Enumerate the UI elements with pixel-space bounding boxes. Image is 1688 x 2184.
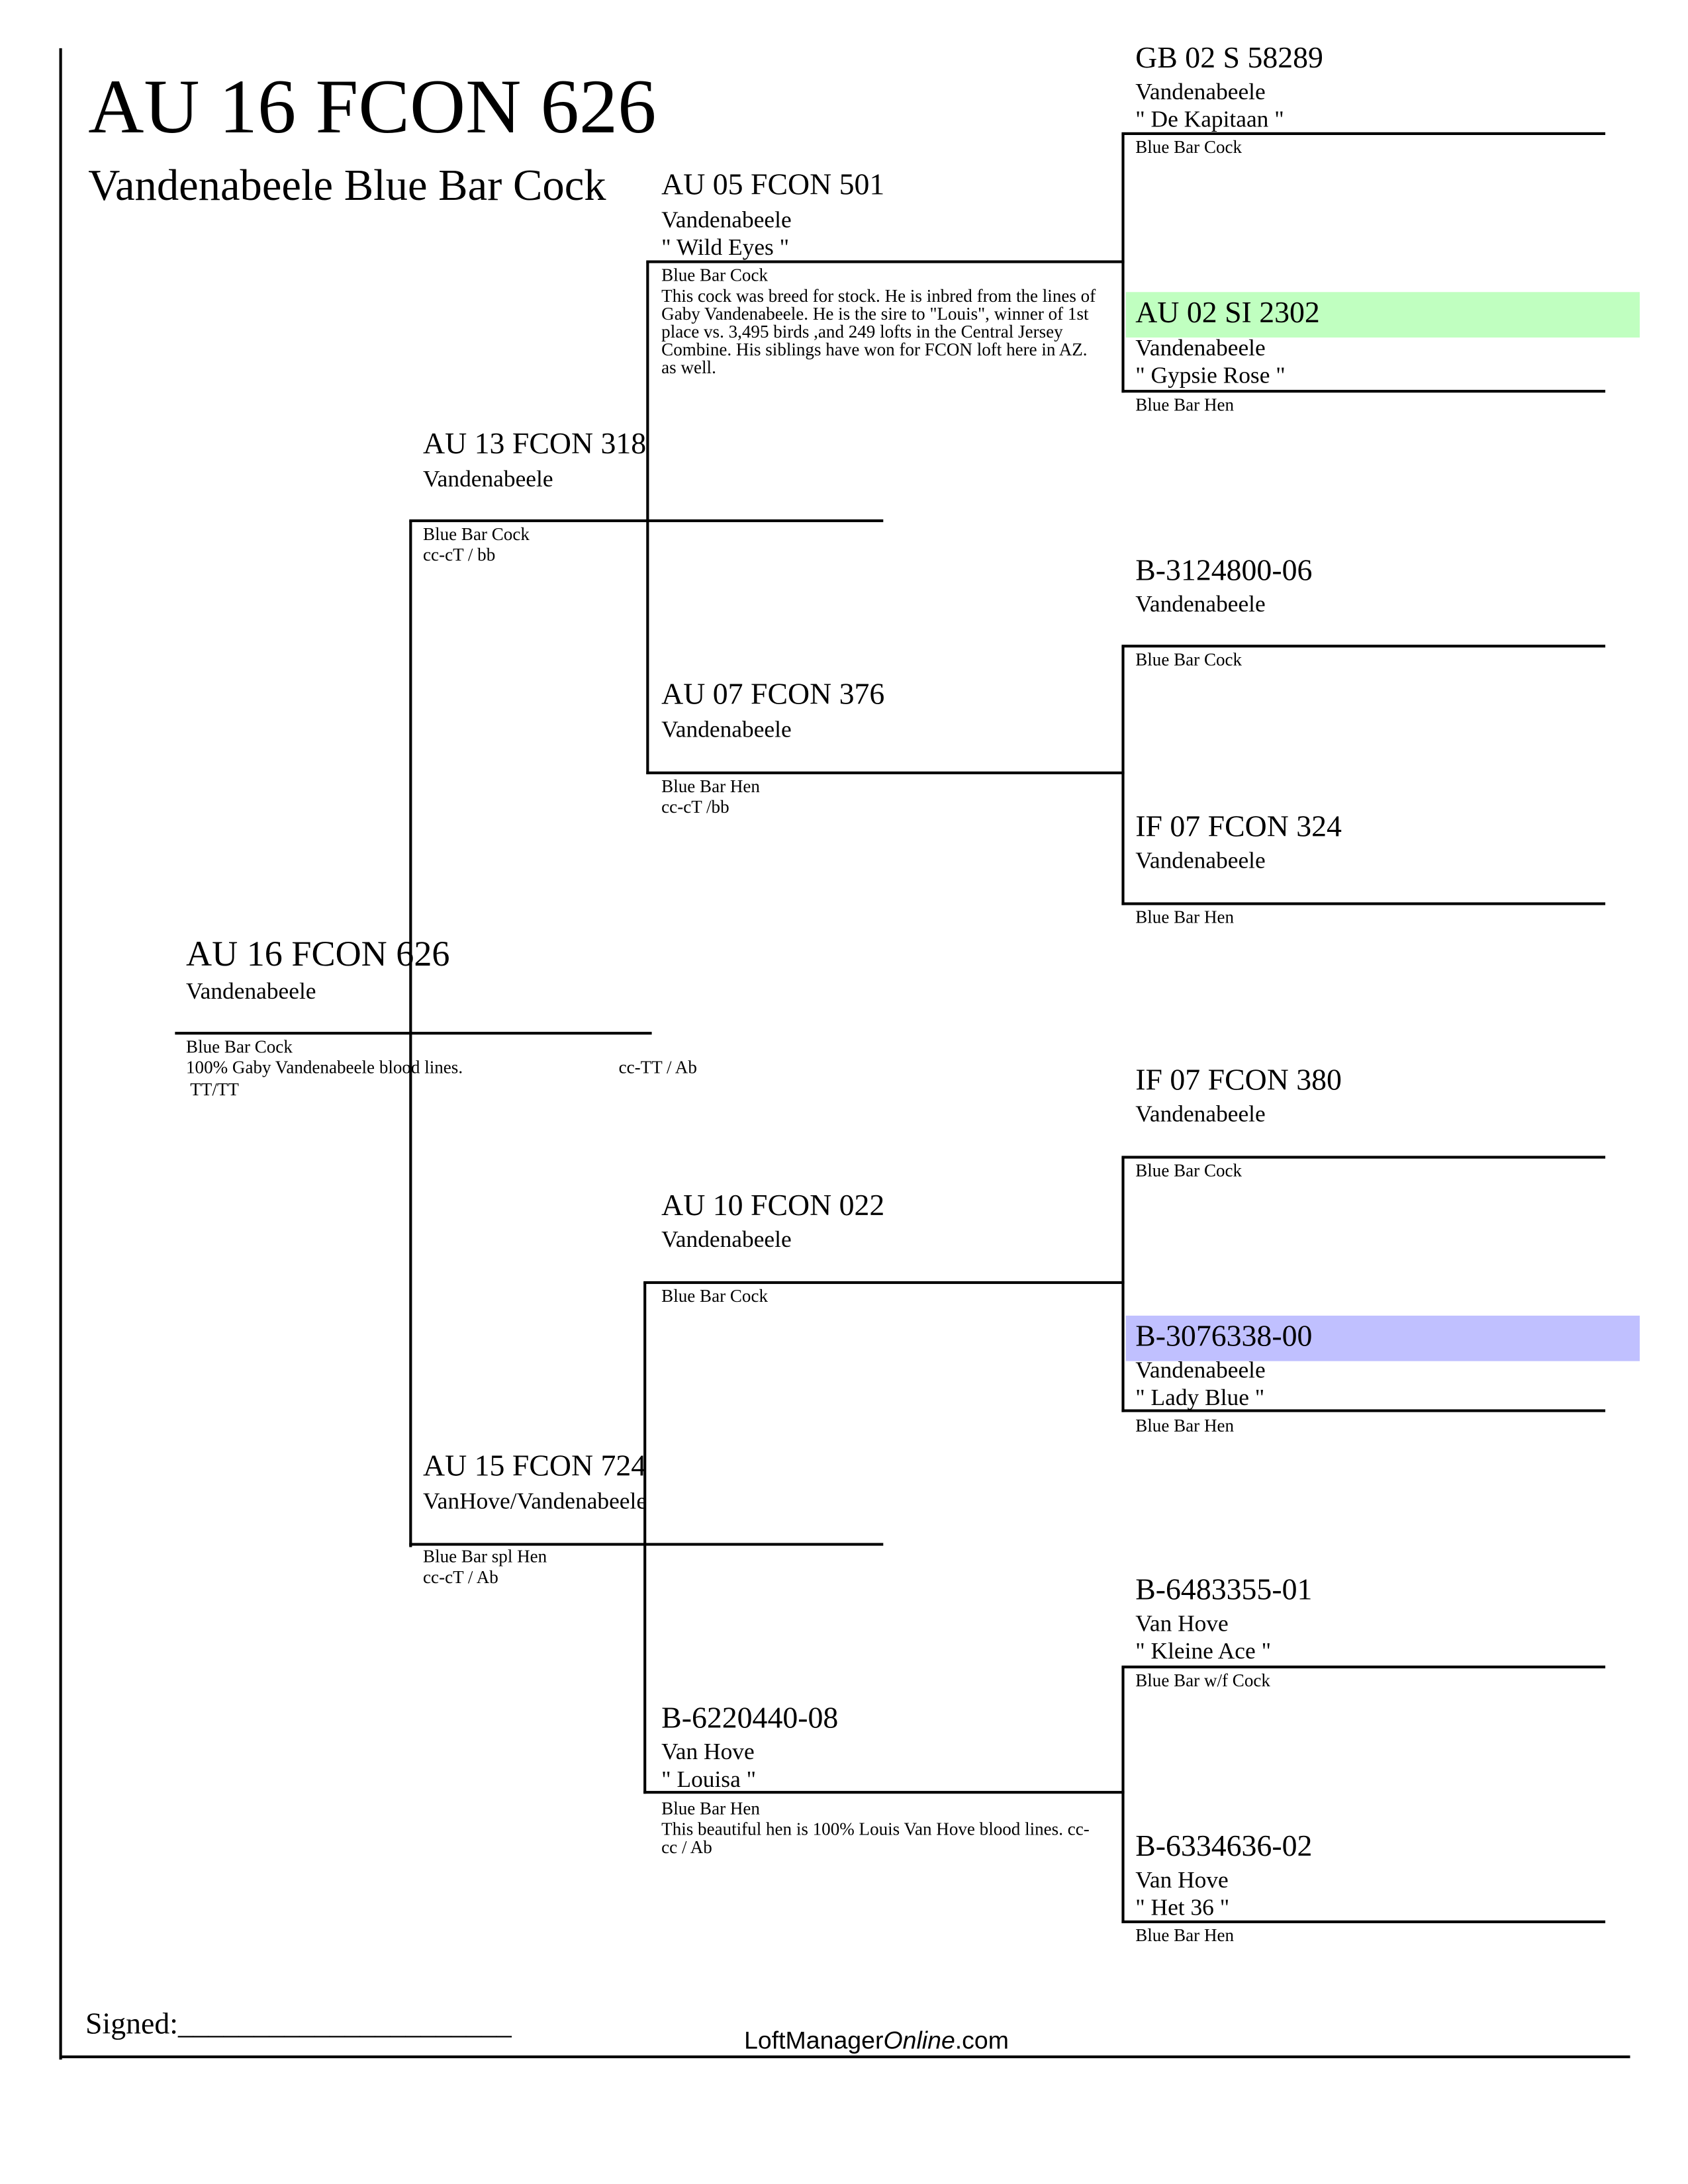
line-sdd (1121, 902, 1606, 905)
ring-number: B-3076338-00 (1135, 1318, 1313, 1353)
line-sd (646, 771, 1125, 774)
bird-name: " Het 36 " (1135, 1894, 1230, 1921)
genetics: cc-cT /bb (661, 796, 729, 817)
connector-sire (646, 261, 649, 774)
genetics: cc-cT / Ab (423, 1566, 498, 1588)
bird-name: " Lady Blue " (1135, 1385, 1265, 1411)
color: Blue Bar Cock (186, 1036, 293, 1057)
bottom-border (59, 2055, 1630, 2058)
ring-number: AU 16 FCON 626 (186, 934, 450, 974)
connector-dam (643, 1282, 647, 1794)
line-dss (1121, 1156, 1606, 1159)
color: Blue Bar Cock (661, 1285, 769, 1306)
highlight-ssd (1125, 292, 1640, 338)
note: This cock was breed for stock. He is inb… (661, 285, 1096, 378)
page-subtitle: Vandenabeele Blue Bar Cock (88, 162, 606, 207)
connector-ss (1121, 133, 1125, 393)
note2: TT/TT (190, 1078, 239, 1100)
ring-number: AU 02 SI 2302 (1135, 295, 1320, 330)
ring-number: B-6220440-08 (661, 1700, 839, 1735)
signature-line: Signed:______________________ (85, 2005, 512, 2040)
genetics: cc-TT / Ab (618, 1056, 697, 1077)
highlight-dsd (1125, 1315, 1640, 1361)
line-sss (1121, 132, 1606, 135)
color: Blue Bar spl Hen (423, 1545, 547, 1567)
ring-number: B-6483355-01 (1135, 1572, 1313, 1607)
line-dds (1121, 1665, 1606, 1668)
left-border (59, 48, 62, 2060)
line-sire (409, 519, 884, 522)
bird-name: " Gypsie Rose " (1135, 362, 1286, 389)
bird-name: " Louisa " (661, 1766, 757, 1793)
note: 100% Gaby Vandenabeele blood lines. (186, 1056, 463, 1077)
strain: Vandenabeele (186, 978, 316, 1005)
strain: Vandenabeele (661, 716, 792, 743)
color: Blue Bar Cock (1135, 136, 1243, 158)
strain: Vandenabeele (661, 1226, 792, 1253)
brand-suffix: .com (955, 2026, 1009, 2054)
color: Blue Bar Hen (1135, 1414, 1235, 1436)
ring-number: IF 07 FCON 324 (1135, 808, 1342, 843)
ring-number: IF 07 FCON 380 (1135, 1062, 1342, 1097)
connector-dd (1121, 1666, 1125, 1923)
strain: Vandenabeele (1135, 334, 1266, 361)
strain: Vandenabeele (1135, 591, 1266, 617)
strain: Vandenabeele (1135, 78, 1266, 105)
connector-gen1 (409, 520, 412, 1547)
color: Blue Bar Hen (1135, 1924, 1235, 1946)
strain: Van Hove (661, 1738, 755, 1765)
line-sds (1121, 645, 1606, 648)
strain: Vandenabeele (423, 465, 553, 492)
line-ds (643, 1281, 1125, 1285)
color: Blue Bar Cock (1135, 649, 1243, 670)
strain: Van Hove (1135, 1610, 1229, 1637)
bird-name: " De Kapitaan " (1135, 106, 1284, 132)
note: This beautiful hen is 100% Louis Van Hov… (661, 1818, 1090, 1857)
color: Blue Bar Hen (1135, 394, 1235, 415)
bird-name: " Wild Eyes " (661, 234, 790, 261)
line-ssd (1121, 390, 1606, 393)
line-dsd (1121, 1409, 1606, 1412)
line-dd (643, 1791, 1125, 1794)
line-subject (175, 1032, 652, 1035)
connector-sd (1121, 646, 1125, 905)
color: Blue Bar Hen (661, 775, 760, 797)
ring-number: AU 05 FCON 501 (661, 166, 885, 201)
brand-part-italic: Online (883, 2026, 955, 2054)
color: Blue Bar Cock (423, 523, 530, 545)
bird-name: " Kleine Ace " (1135, 1638, 1272, 1664)
color: Blue Bar Hen (661, 1797, 760, 1819)
ring-number: AU 07 FCON 376 (661, 676, 885, 711)
strain: Vandenabeele (1135, 1101, 1266, 1127)
strain: Vandenabeele (1135, 847, 1266, 874)
ring-number: AU 13 FCON 318 (423, 426, 647, 461)
color: Blue Bar Cock (661, 264, 769, 285)
ring-number: GB 02 S 58289 (1135, 40, 1323, 75)
ring-number: AU 10 FCON 022 (661, 1187, 885, 1222)
strain: Vandenabeele (1135, 1357, 1266, 1383)
color: Blue Bar Cock (1135, 1160, 1243, 1181)
genetics: cc-cT / bb (423, 544, 496, 565)
ring-number: B-6334636-02 (1135, 1828, 1313, 1863)
line-ddd (1121, 1920, 1606, 1923)
color: Blue Bar w/f Cock (1135, 1669, 1270, 1691)
brand-footer: LoftManagerOnline.com (744, 2028, 1009, 2052)
color: Blue Bar Hen (1135, 906, 1235, 927)
strain: Vandenabeele (661, 206, 792, 233)
line-ss (646, 260, 1125, 263)
brand-part: LoftManager (744, 2026, 884, 2054)
ring-number: AU 15 FCON 724 (423, 1447, 647, 1482)
ring-number: B-3124800-06 (1135, 552, 1313, 587)
connector-ds (1121, 1157, 1125, 1412)
strain: Van Hove (1135, 1866, 1229, 1893)
strain: VanHove/Vandenabeele (423, 1488, 647, 1514)
page-title: AU 16 FCON 626 (88, 64, 657, 150)
